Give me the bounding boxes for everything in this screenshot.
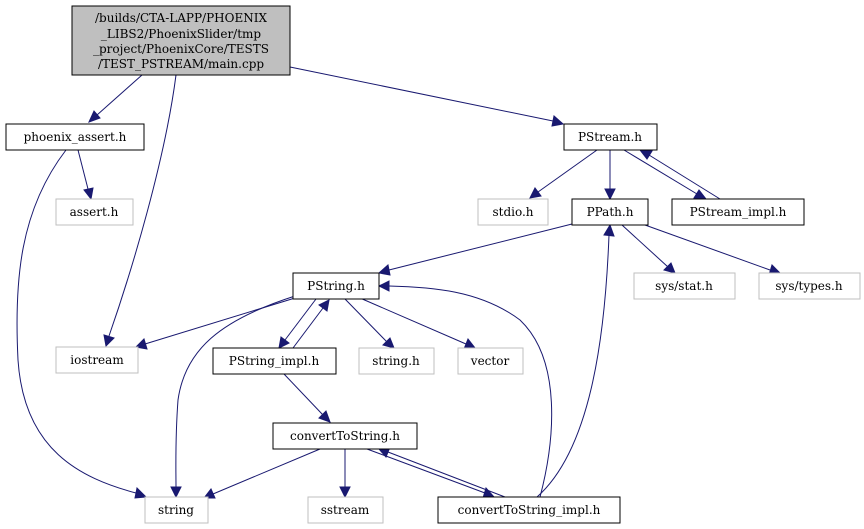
edge-pstring-to-string — [170, 295, 296, 499]
edge-pstring-to-stringh — [344, 298, 395, 349]
edge-pstream-to-ppath — [604, 150, 616, 201]
edge-pstring-impl-to-pstring — [292, 299, 330, 349]
edge-pstring-to-iostream — [134, 297, 296, 350]
node-pstring-h[interactable]: PString.h — [292, 272, 380, 300]
node-sys-stat-h-label: sys/stat.h — [655, 279, 713, 293]
node-main-cpp[interactable]: /builds/CTA-LAPP/PHOENIX _LIBS2/PhoenixS… — [71, 5, 291, 76]
node-phoenix-assert-h[interactable]: phoenix_assert.h — [5, 123, 145, 151]
node-main-cpp-line-1: /builds/CTA-LAPP/PHOENIX — [95, 11, 267, 25]
edge-phoenix-assert-to-string — [16, 149, 148, 499]
node-main-cpp-line-2: _LIBS2/PhoenixSlider/tmp — [101, 27, 262, 41]
node-sys-types-h-label: sys/types.h — [775, 279, 842, 293]
node-pstring-impl-h[interactable]: PString_impl.h — [212, 347, 337, 375]
node-converttostring-impl-h[interactable]: convertToString_impl.h — [437, 496, 621, 524]
node-sstream-label: sstream — [321, 503, 370, 517]
edge-converttostring-impl-to-converttostring — [378, 446, 506, 498]
edge-pstring-to-vector — [359, 297, 476, 350]
node-iostream-label: iostream — [70, 353, 124, 367]
edge-ppath-to-sysstat — [621, 224, 676, 274]
edge-converttostring-to-sstream — [339, 449, 351, 499]
node-pstream-impl-h-label: PStream_impl.h — [690, 205, 787, 219]
node-sys-stat-h[interactable]: sys/stat.h — [633, 272, 736, 300]
node-converttostring-h[interactable]: convertToString.h — [272, 422, 418, 450]
node-main-cpp-line-3: _project/PhoenixCore/TESTS — [93, 42, 269, 56]
edge-main-to-phoenix-assert — [88, 74, 143, 123]
edge-pstring-to-pstring-impl — [278, 298, 317, 349]
node-assert-h[interactable]: assert.h — [55, 198, 134, 226]
edge-phoenix-assert-to-assert — [77, 149, 94, 201]
edge-pstring-impl-to-converttostring — [283, 373, 331, 423]
edge-pstream-to-stdio — [529, 149, 598, 199]
node-string[interactable]: string — [144, 496, 209, 524]
node-pstream-h[interactable]: PStream.h — [563, 123, 658, 151]
node-pstream-h-label: PStream.h — [578, 130, 642, 144]
edge-main-to-iostream — [103, 74, 177, 348]
node-converttostring-h-label: convertToString.h — [290, 429, 400, 443]
node-iostream[interactable]: iostream — [55, 346, 139, 374]
node-sstream[interactable]: sstream — [307, 496, 384, 524]
node-assert-h-label: assert.h — [70, 205, 119, 219]
nodes-layer: /builds/CTA-LAPP/PHOENIX _LIBS2/PhoenixS… — [5, 5, 861, 524]
edge-pstream-impl-to-pstream — [638, 149, 721, 200]
node-sys-types-h[interactable]: sys/types.h — [758, 272, 861, 300]
node-pstring-h-label: PString.h — [307, 279, 365, 293]
node-string-label: string — [158, 503, 194, 517]
node-ppath-h[interactable]: PPath.h — [571, 198, 649, 226]
node-phoenix-assert-h-label: phoenix_assert.h — [24, 130, 127, 144]
node-pstream-impl-h[interactable]: PStream_impl.h — [671, 198, 805, 226]
node-string-h[interactable]: string.h — [358, 347, 435, 375]
edge-converttostring-impl-to-ppath — [536, 223, 615, 498]
node-string-h-label: string.h — [372, 354, 420, 368]
edge-converttostring-to-string — [202, 448, 321, 499]
edge-pstream-to-pstream-impl — [623, 149, 708, 200]
node-stdio-h[interactable]: stdio.h — [477, 198, 549, 226]
edge-ppath-to-pstring — [377, 223, 573, 276]
node-vector[interactable]: vector — [457, 347, 524, 375]
node-main-cpp-line-4: /TEST_PSTREAM/main.cpp — [98, 57, 264, 71]
node-vector-label: vector — [470, 354, 510, 368]
node-converttostring-impl-h-label: convertToString_impl.h — [458, 503, 601, 517]
edge-ppath-to-systypes — [644, 224, 782, 276]
node-ppath-h-label: PPath.h — [587, 205, 634, 219]
node-stdio-h-label: stdio.h — [492, 205, 533, 219]
node-pstring-impl-h-label: PString_impl.h — [229, 354, 320, 368]
edges-layer — [16, 66, 782, 499]
edge-converttostring-impl-to-pstring — [377, 280, 553, 498]
edge-main-to-pstream — [289, 66, 565, 127]
